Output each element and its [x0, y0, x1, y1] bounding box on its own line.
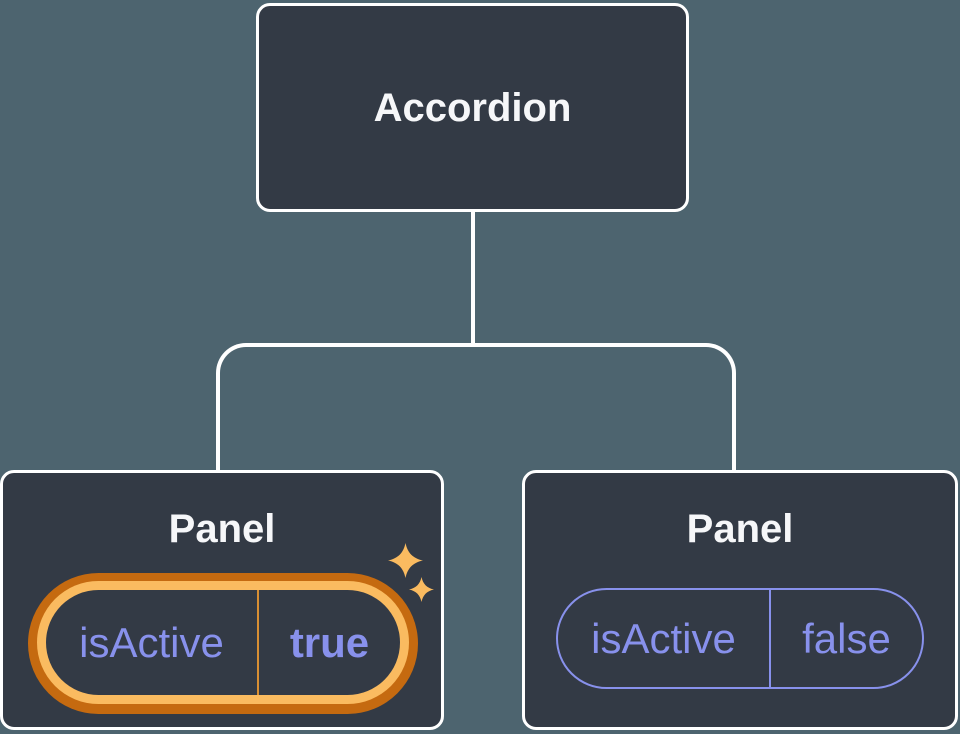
connector-stem — [471, 212, 475, 345]
panel-active-label: Panel — [168, 507, 276, 551]
accordion-label: Accordion — [373, 85, 572, 130]
node-accordion: Accordion — [256, 3, 689, 212]
prop-divider — [769, 590, 771, 687]
sparkle-icon — [409, 577, 434, 602]
prop-pill-active: isActive true — [46, 590, 400, 695]
prop-pill-inactive: isActive false — [556, 588, 924, 689]
sparkle-icon — [388, 543, 423, 578]
connector-branch — [216, 343, 736, 470]
prop-value: true — [289, 618, 370, 666]
node-panel-active: Panel isActive true — [0, 470, 444, 730]
prop-name: isActive — [591, 614, 736, 662]
prop-name: isActive — [79, 618, 224, 666]
prop-divider — [257, 590, 259, 695]
panel-inactive-label: Panel — [686, 507, 794, 551]
prop-value: false — [802, 614, 891, 662]
node-panel-inactive: Panel isActive false — [522, 470, 958, 730]
